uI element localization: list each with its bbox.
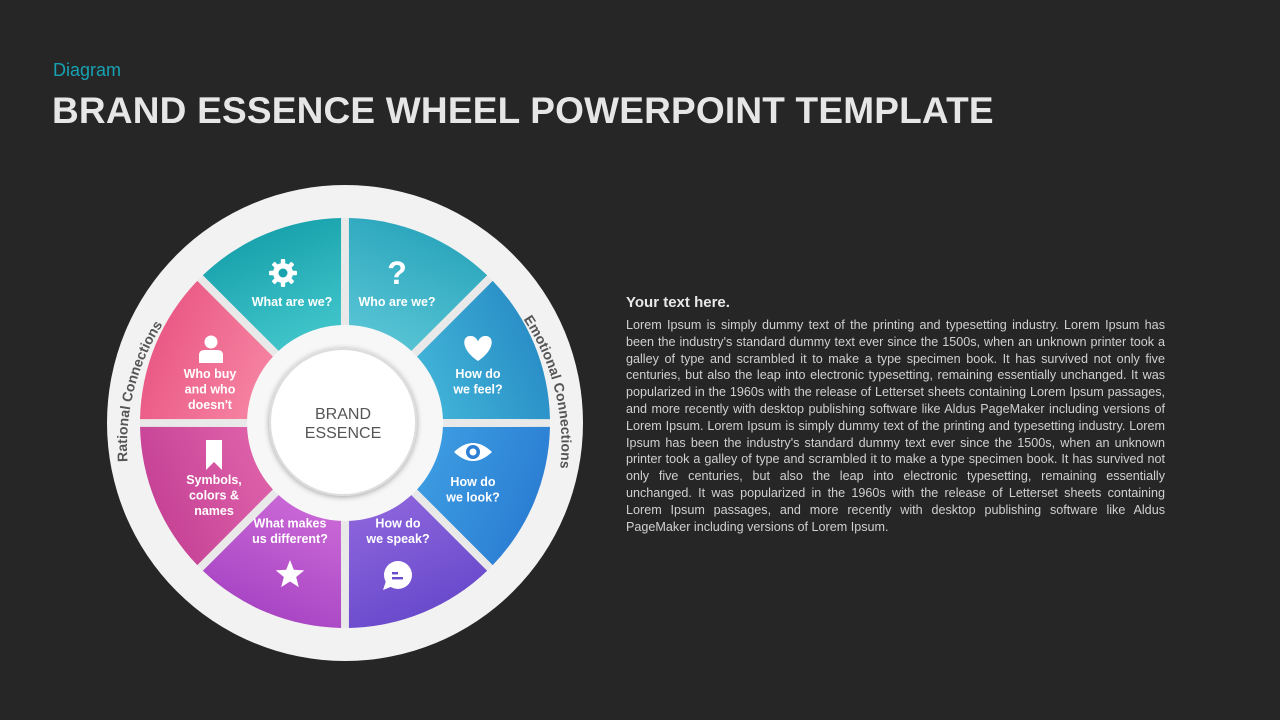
slide-title: BRAND ESSENCE WHEEL POWERPOINT TEMPLATE [52,90,994,131]
center-hub [269,348,417,496]
segment-label-line: we look? [445,491,499,505]
segment-label-line: we feel? [452,383,502,397]
wheel-segment [140,426,275,566]
segment-label-line: Who buy [184,367,237,381]
segment-label-line: Symbols, [186,473,242,487]
segment-label-line: How do [375,516,420,530]
wheel-segment [202,493,342,628]
user-icon [199,335,223,363]
segment-label-line: and who [185,383,236,397]
heart-icon [464,335,492,361]
segment-label-line: names [194,504,234,518]
star-icon [275,560,305,588]
chat-icon [383,561,412,590]
segment-label-line: colors & [189,489,239,503]
center-label-line-2: ESSENCE [305,425,381,442]
segment-label-line: What makes [254,516,327,530]
segment-label-line: we speak? [365,532,429,546]
segment-label-line: Who are we? [358,295,435,309]
wheel-segment [348,218,488,353]
question-icon: ? [387,255,407,291]
bookmark-icon [206,440,222,470]
slide-subtitle: Diagram [53,60,122,80]
wheel-segment [140,280,275,420]
panel-heading: Your text here. [626,294,730,311]
text-panel: Your text here. Lorem Ipsum is simply du… [626,294,1165,535]
segment-label-line: doesn't [188,398,233,412]
segment-label-line: us different? [252,532,328,546]
segment-label-line: How do [455,367,500,381]
center-label-line-1: BRAND [315,406,371,423]
gear-icon [269,259,297,287]
wheel-segment [415,426,550,566]
segment-label-line: How do [450,475,495,489]
wheel-segment [348,493,488,628]
segment-label-line: What are we? [252,295,333,309]
wheel-segment [202,218,342,353]
panel-body: Lorem Ipsum is simply dummy text of the … [626,318,1165,534]
eye-icon [454,443,492,461]
